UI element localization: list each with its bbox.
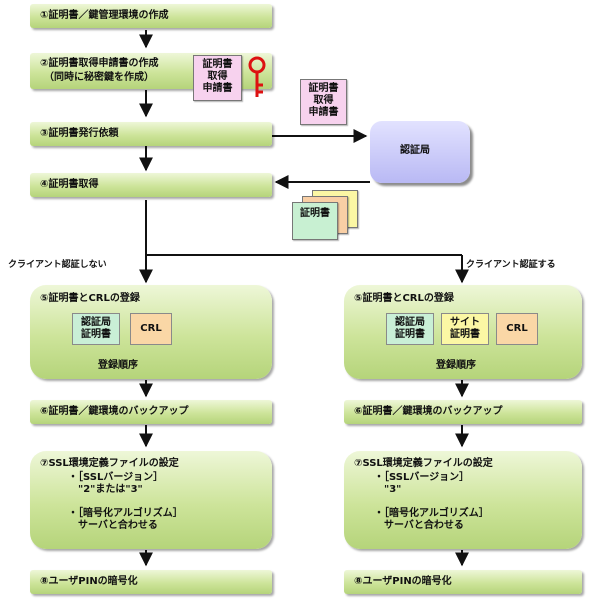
- step-2-sublabel: （同時に秘密鍵を作成）: [44, 72, 154, 83]
- right-step-8-box: ⑧ユーザPINの暗号化: [344, 570, 582, 594]
- right-step-5-label: ⑤証明書とCRLの登録: [354, 293, 454, 304]
- right-step-7-title: ⑦SSL環境定義ファイルの設定: [354, 458, 493, 469]
- step-2-label: ②証明書取得申請書の作成: [40, 58, 159, 69]
- right-step-8-label: ⑧ユーザPINの暗号化: [354, 576, 452, 587]
- request-document-sent: 証明書 取得 申請書: [300, 79, 347, 125]
- key-icon: [248, 56, 266, 97]
- left-crl: CRL: [130, 313, 172, 345]
- branch-label-left: クライアント認証しない: [8, 260, 107, 270]
- right-crl: CRL: [496, 313, 538, 345]
- right-order-label: 登録順序: [436, 360, 476, 371]
- step-3-label: ③証明書発行依頼: [40, 128, 119, 139]
- right-step-7-body: ・［SSLバージョン］ "3" ・［暗号化アルゴリズム］ サーバと合わせる: [374, 472, 489, 531]
- left-step-7-box: ⑦SSL環境定義ファイルの設定 ・［SSLバージョン］ "2"または"3" ・［…: [30, 451, 272, 549]
- left-step-8-box: ⑧ユーザPINの暗号化: [30, 570, 272, 594]
- request-document: 証明書 取得 申請書: [193, 55, 242, 101]
- authority-label: 認証局: [400, 145, 430, 156]
- step-4-label: ④証明書取得: [40, 179, 99, 190]
- right-step-6-box: ⑥証明書／鍵環境のバックアップ: [344, 400, 582, 424]
- left-step-8-label: ⑧ユーザPINの暗号化: [40, 576, 138, 587]
- step-3-box: ③証明書発行依頼: [30, 122, 272, 146]
- step-1-label: ①証明書／鍵管理環境の作成: [40, 10, 169, 21]
- right-site-cert: サイト 証明書: [441, 313, 489, 345]
- left-order-label: 登録順序: [98, 360, 138, 371]
- left-step-6-label: ⑥証明書／鍵環境のバックアップ: [40, 406, 189, 417]
- certificate-authority: 認証局: [370, 121, 470, 183]
- right-step-6-label: ⑥証明書／鍵環境のバックアップ: [354, 406, 503, 417]
- step-4-box: ④証明書取得: [30, 173, 272, 197]
- right-step-7-box: ⑦SSL環境定義ファイルの設定 ・［SSLバージョン］ "3" ・［暗号化アルゴ…: [344, 451, 582, 549]
- cert-document: 証明書: [292, 202, 338, 240]
- left-step-6-box: ⑥証明書／鍵環境のバックアップ: [30, 400, 272, 424]
- left-step-7-body: ・［SSLバージョン］ "2"または"3" ・［暗号化アルゴリズム］ サーバと合…: [68, 472, 183, 531]
- step-1-box: ①証明書／鍵管理環境の作成: [30, 4, 272, 28]
- left-ca-cert: 認証局 証明書: [72, 313, 120, 345]
- left-step-5-label: ⑤証明書とCRLの登録: [40, 293, 140, 304]
- left-step-7-title: ⑦SSL環境定義ファイルの設定: [40, 458, 179, 469]
- right-ca-cert: 認証局 証明書: [386, 313, 434, 345]
- branch-label-right: クライアント認証する: [466, 260, 556, 270]
